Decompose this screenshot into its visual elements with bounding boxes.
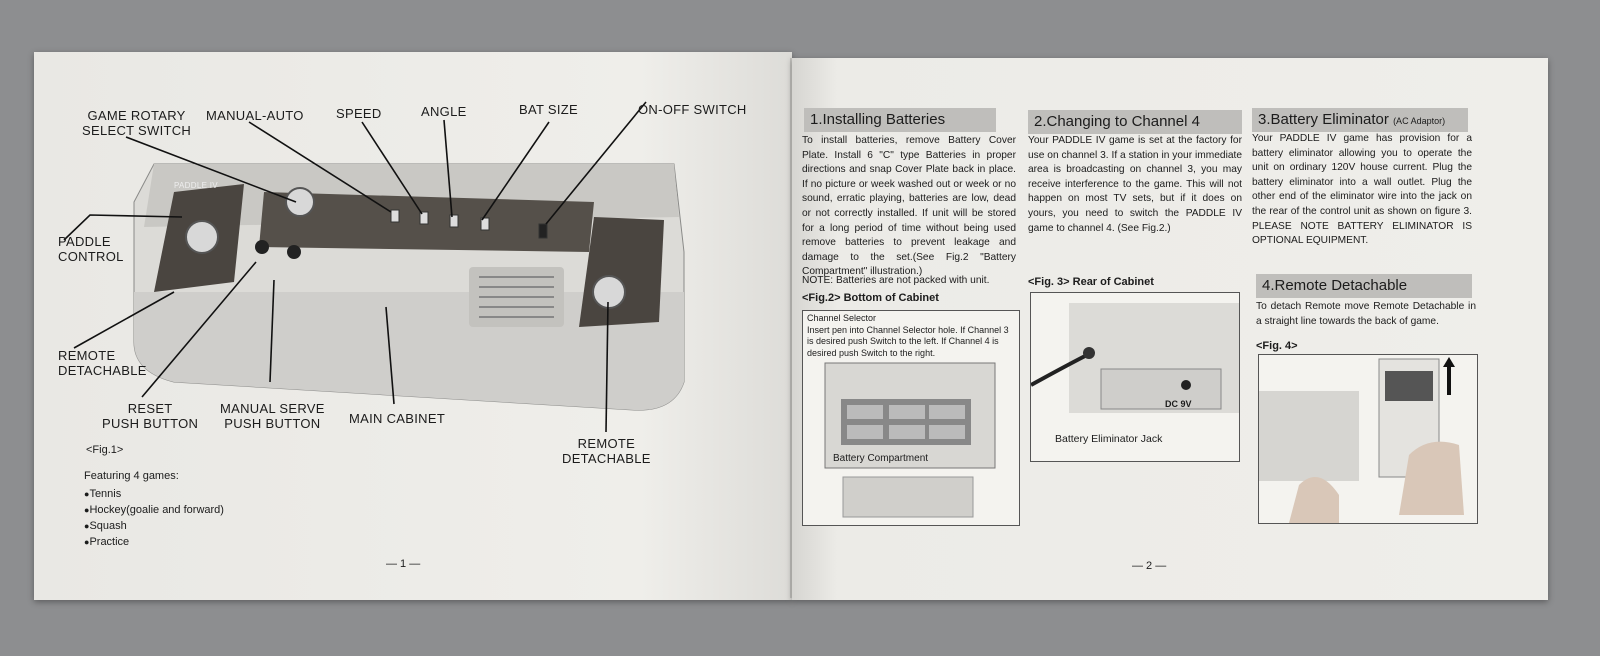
- callout-on-off-switch: ON-OFF SWITCH: [638, 102, 747, 117]
- callout-remote-detachable-left: REMOTE DETACHABLE: [58, 348, 147, 378]
- section-2-body: Your PADDLE IV game is set at the factor…: [1028, 135, 1242, 234]
- list-item: Practice: [84, 534, 224, 550]
- callout-paddle-control: PADDLE CONTROL: [58, 234, 124, 264]
- fig2-box: Channel Selector Insert pen into Channel…: [802, 310, 1020, 526]
- list-item: Tennis: [84, 486, 224, 502]
- fig3-label: <Fig. 3> Rear of Cabinet: [1028, 276, 1154, 288]
- fig3-caption: Battery Eliminator Jack: [1055, 433, 1163, 445]
- callout-game-rotary: GAME ROTARY SELECT SWITCH: [82, 108, 192, 138]
- list-item: Squash: [84, 518, 224, 534]
- fig2-label: <Fig.2> Bottom of Cabinet: [802, 292, 939, 304]
- page-number: — 2 —: [1132, 560, 1167, 572]
- callout-angle: ANGLE: [421, 104, 467, 119]
- section-4-title: 4.Remote Detachable: [1256, 274, 1472, 298]
- speaker-grill: [469, 267, 564, 327]
- fig4-box: [1258, 354, 1478, 524]
- section-3-body: Your PADDLE IV game has provision for a …: [1252, 133, 1472, 247]
- section-3-title: 3.Battery Eliminator (AC Adaptor): [1252, 108, 1468, 132]
- callout-bat-size: BAT SIZE: [519, 102, 578, 117]
- section-1-title: 1.Installing Batteries: [804, 108, 996, 132]
- fig4-label: <Fig. 4>: [1256, 340, 1298, 352]
- right-paddle-knob: [592, 275, 626, 309]
- remote-detach-drawing: [1259, 357, 1464, 523]
- featuring-text: Featuring 4 games:: [84, 470, 179, 482]
- manual-page-2: 1.Installing Batteries To install batter…: [792, 58, 1548, 600]
- rotary-knob: [285, 187, 315, 217]
- callout-reset-button: RESET PUSH BUTTON: [102, 401, 199, 431]
- left-paddle-knob: [185, 220, 219, 254]
- callout-main-cabinet: MAIN CABINET: [349, 411, 446, 426]
- right-wood-panel: [579, 217, 664, 327]
- section-1-note: NOTE: Batteries are not packed with unit…: [802, 275, 990, 286]
- page-number: — 1 —: [386, 558, 421, 570]
- games-list: Tennis Hockey(goalie and forward) Squash…: [84, 486, 224, 550]
- console-illustration: [63, 101, 685, 433]
- callout-manual-serve-button: MANUAL SERVE PUSH BUTTON: [220, 401, 325, 431]
- callout-manual-auto: MANUAL-AUTO: [206, 108, 304, 123]
- console-logo: PADDLE IV: [174, 181, 218, 190]
- section-2-title: 2.Changing to Channel 4: [1028, 110, 1242, 134]
- section-1-body: To install batteries, remove Battery Cov…: [802, 135, 1016, 278]
- section-3-title-main: 3.Battery Eliminator: [1258, 111, 1389, 128]
- section-4-body: To detach Remote move Remote Detachable …: [1256, 301, 1476, 327]
- callout-remote-detachable-right: REMOTE DETACHABLE: [562, 436, 651, 466]
- rear-cabinet-drawing: [1031, 303, 1239, 413]
- callout-speed: SPEED: [336, 106, 382, 121]
- fig1-label: <Fig.1>: [86, 444, 124, 456]
- fig3-dc-label: DC 9V: [1165, 399, 1192, 409]
- manual-page-1: GAME ROTARY SELECT SWITCH MANUAL-AUTO SP…: [34, 52, 792, 600]
- fig2-caption: Battery Compartment: [833, 453, 929, 464]
- fig3-box: DC 9V Battery Eliminator Jack: [1030, 292, 1240, 462]
- list-item: Hockey(goalie and forward): [84, 502, 224, 518]
- battery-compartment-drawing: [824, 362, 996, 518]
- section-3-title-sub: (AC Adaptor): [1393, 116, 1446, 126]
- fig2-channel-selector-text: Channel Selector Insert pen into Channel…: [807, 313, 1009, 358]
